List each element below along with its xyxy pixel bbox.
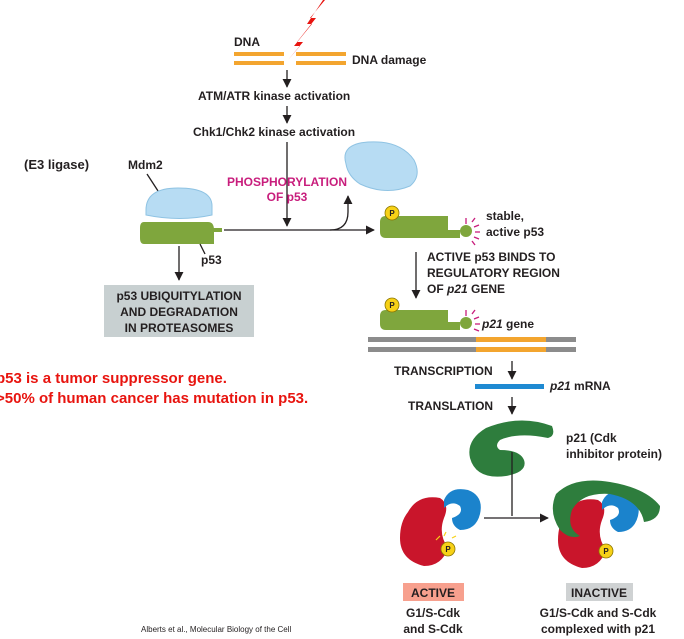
transcription-label: TRANSCRIPTION bbox=[394, 364, 493, 378]
p53-bound-to-gene bbox=[380, 309, 480, 332]
p21-protein bbox=[469, 420, 554, 477]
inactive-badge-label: INACTIVE bbox=[571, 586, 627, 600]
dna-label: DNA bbox=[234, 35, 260, 49]
phosphate-label-4: P bbox=[603, 547, 609, 556]
phosphate-icon-4 bbox=[598, 543, 614, 559]
translation-label: TRANSLATION bbox=[408, 399, 493, 413]
active-caption-1: G1/S-Cdk bbox=[406, 606, 460, 620]
p21-mrna bbox=[475, 384, 544, 389]
binds-label-1: ACTIVE p53 BINDS TO bbox=[427, 250, 555, 264]
inactive-caption-1: G1/S-Cdk and S-Cdk bbox=[540, 606, 657, 620]
binds-label-3: OF p21 GENE bbox=[427, 282, 505, 296]
phosphorylation-label-1: PHOSPHORYLATION bbox=[227, 175, 347, 189]
stable-label-1: stable, bbox=[486, 209, 524, 223]
lightning-bolt-icon bbox=[288, 0, 325, 60]
phosphate-icon-2 bbox=[384, 297, 400, 313]
active-caption-2: and S-Cdk bbox=[403, 622, 463, 636]
degradation-box bbox=[104, 285, 254, 337]
p53-leader-line bbox=[199, 243, 206, 255]
phosphorylation-label-2: OF p53 bbox=[267, 190, 308, 204]
phosphate-label: P bbox=[389, 209, 395, 218]
mdm2-leader-line bbox=[146, 173, 161, 195]
arrow-mdm2-release bbox=[329, 195, 353, 231]
inactive-badge bbox=[566, 583, 633, 601]
degradation-line-1: p53 UBIQUITYLATION bbox=[116, 289, 241, 303]
e3-ligase-label: (E3 ligase) bbox=[24, 157, 89, 172]
active-badge-label: ACTIVE bbox=[411, 586, 455, 600]
mdm2-protein bbox=[145, 187, 213, 219]
degradation-line-3: IN PROTEASOMES bbox=[125, 321, 234, 335]
phosphate-icon bbox=[384, 205, 400, 221]
p21-protein-label-1: p21 (Cdk bbox=[566, 431, 617, 445]
dna-damage-label: DNA damage bbox=[352, 53, 427, 67]
p53-label: p53 bbox=[201, 253, 222, 267]
note-line-2: >50% of human cancer has mutation in p53… bbox=[0, 390, 308, 407]
phosphate-label-3: P bbox=[445, 545, 451, 554]
mdm2-released bbox=[344, 141, 418, 191]
p21-mrna-label: p21 mRNA bbox=[549, 379, 611, 393]
p53-active-protein bbox=[380, 216, 480, 246]
note-line-1: p53 is a tumor suppressor gene. bbox=[0, 370, 227, 387]
stable-label-2: active p53 bbox=[486, 225, 544, 239]
p53-protein-bound bbox=[140, 222, 222, 244]
active-cdk-complex bbox=[400, 489, 481, 566]
binds-label-2: REGULATORY REGION bbox=[427, 266, 560, 280]
inactive-cdk-complex bbox=[552, 480, 660, 568]
mdm2-label: Mdm2 bbox=[128, 158, 163, 172]
dna-strand bbox=[234, 52, 346, 65]
p21-gene-label: p21 gene bbox=[481, 317, 534, 331]
atm-atr-label: ATM/ATR kinase activation bbox=[198, 89, 350, 103]
chk-label: Chk1/Chk2 kinase activation bbox=[193, 125, 355, 139]
active-badge bbox=[403, 583, 464, 601]
inactive-caption-2: complexed with p21 bbox=[541, 622, 655, 636]
p21-protein-label-2: inhibitor protein) bbox=[566, 447, 662, 461]
phosphate-icon-3 bbox=[440, 541, 456, 557]
degradation-line-2: AND DEGRADATION bbox=[120, 305, 238, 319]
citation: Alberts et al., Molecular Biology of the… bbox=[141, 625, 292, 634]
phosphate-label-2: P bbox=[389, 301, 395, 310]
p21-gene-dna bbox=[368, 337, 576, 352]
